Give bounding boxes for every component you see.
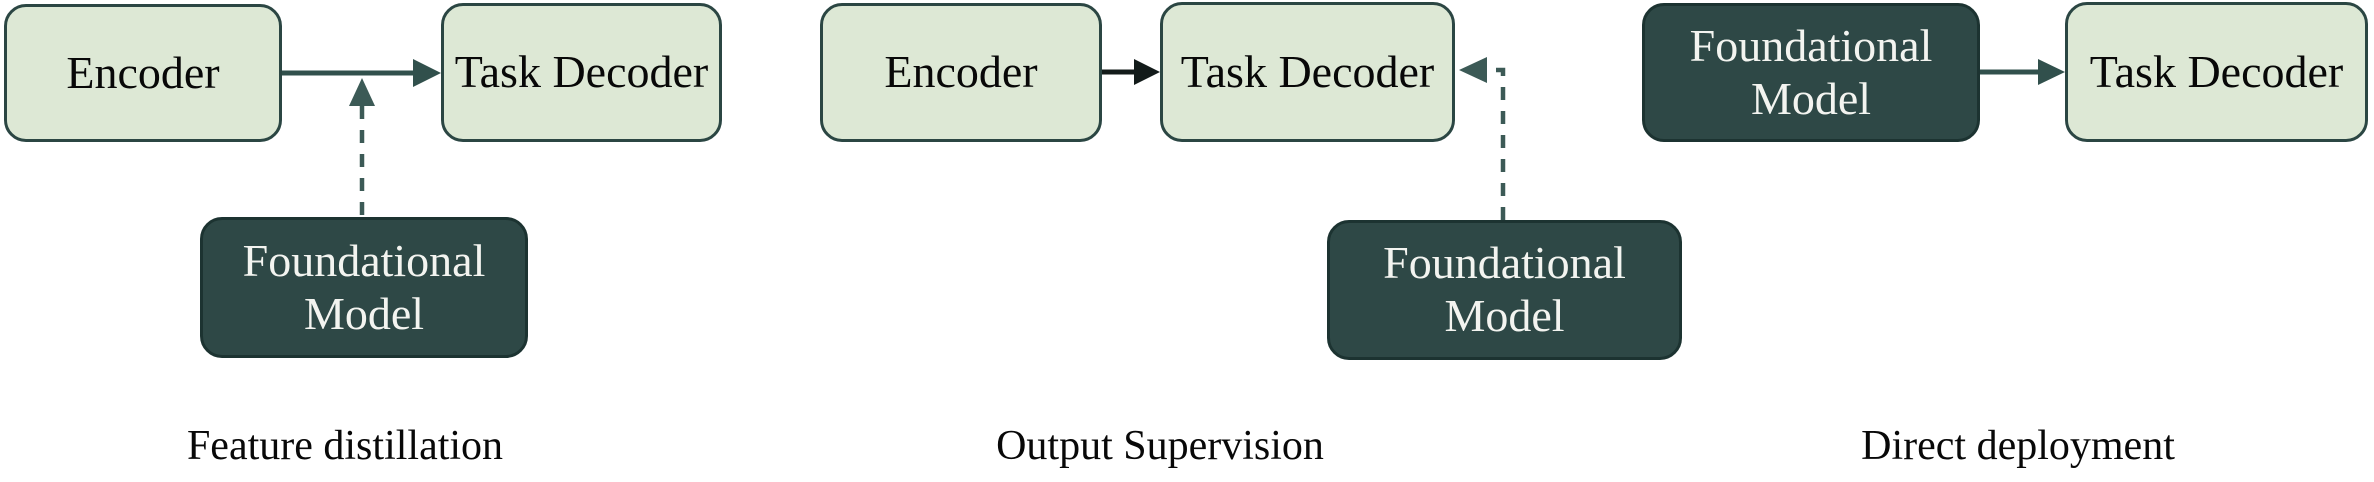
panel-caption: Direct deployment (1861, 423, 2175, 469)
task-decoder-label: Task Decoder (454, 46, 709, 98)
panel-caption: Feature distillation (186, 423, 504, 469)
encoder-label: Encoder (884, 46, 1038, 98)
foundational-model-label: Foundational Model (1689, 19, 1933, 124)
encoder-box: Encoder (4, 4, 282, 142)
foundational-model-box: Foundational Model (1327, 220, 1682, 360)
task-decoder-box: Task Decoder (1160, 2, 1455, 142)
foundational-model-label: Foundational Model (242, 234, 486, 339)
task-decoder-label: Task Decoder (1180, 45, 1435, 97)
encoder-box: Encoder (820, 3, 1102, 142)
task-decoder-label: Task Decoder (2089, 45, 2344, 97)
foundational-model-box: Foundational Model (200, 217, 528, 358)
foundational-model-box: Foundational Model (1642, 3, 1980, 142)
encoder-label: Encoder (66, 46, 220, 98)
panel-caption: Output Supervision (996, 423, 1324, 469)
task-decoder-box: Task Decoder (2065, 2, 2368, 142)
task-decoder-box: Task Decoder (441, 3, 722, 142)
foundational-model-label: Foundational Model (1383, 237, 1626, 341)
